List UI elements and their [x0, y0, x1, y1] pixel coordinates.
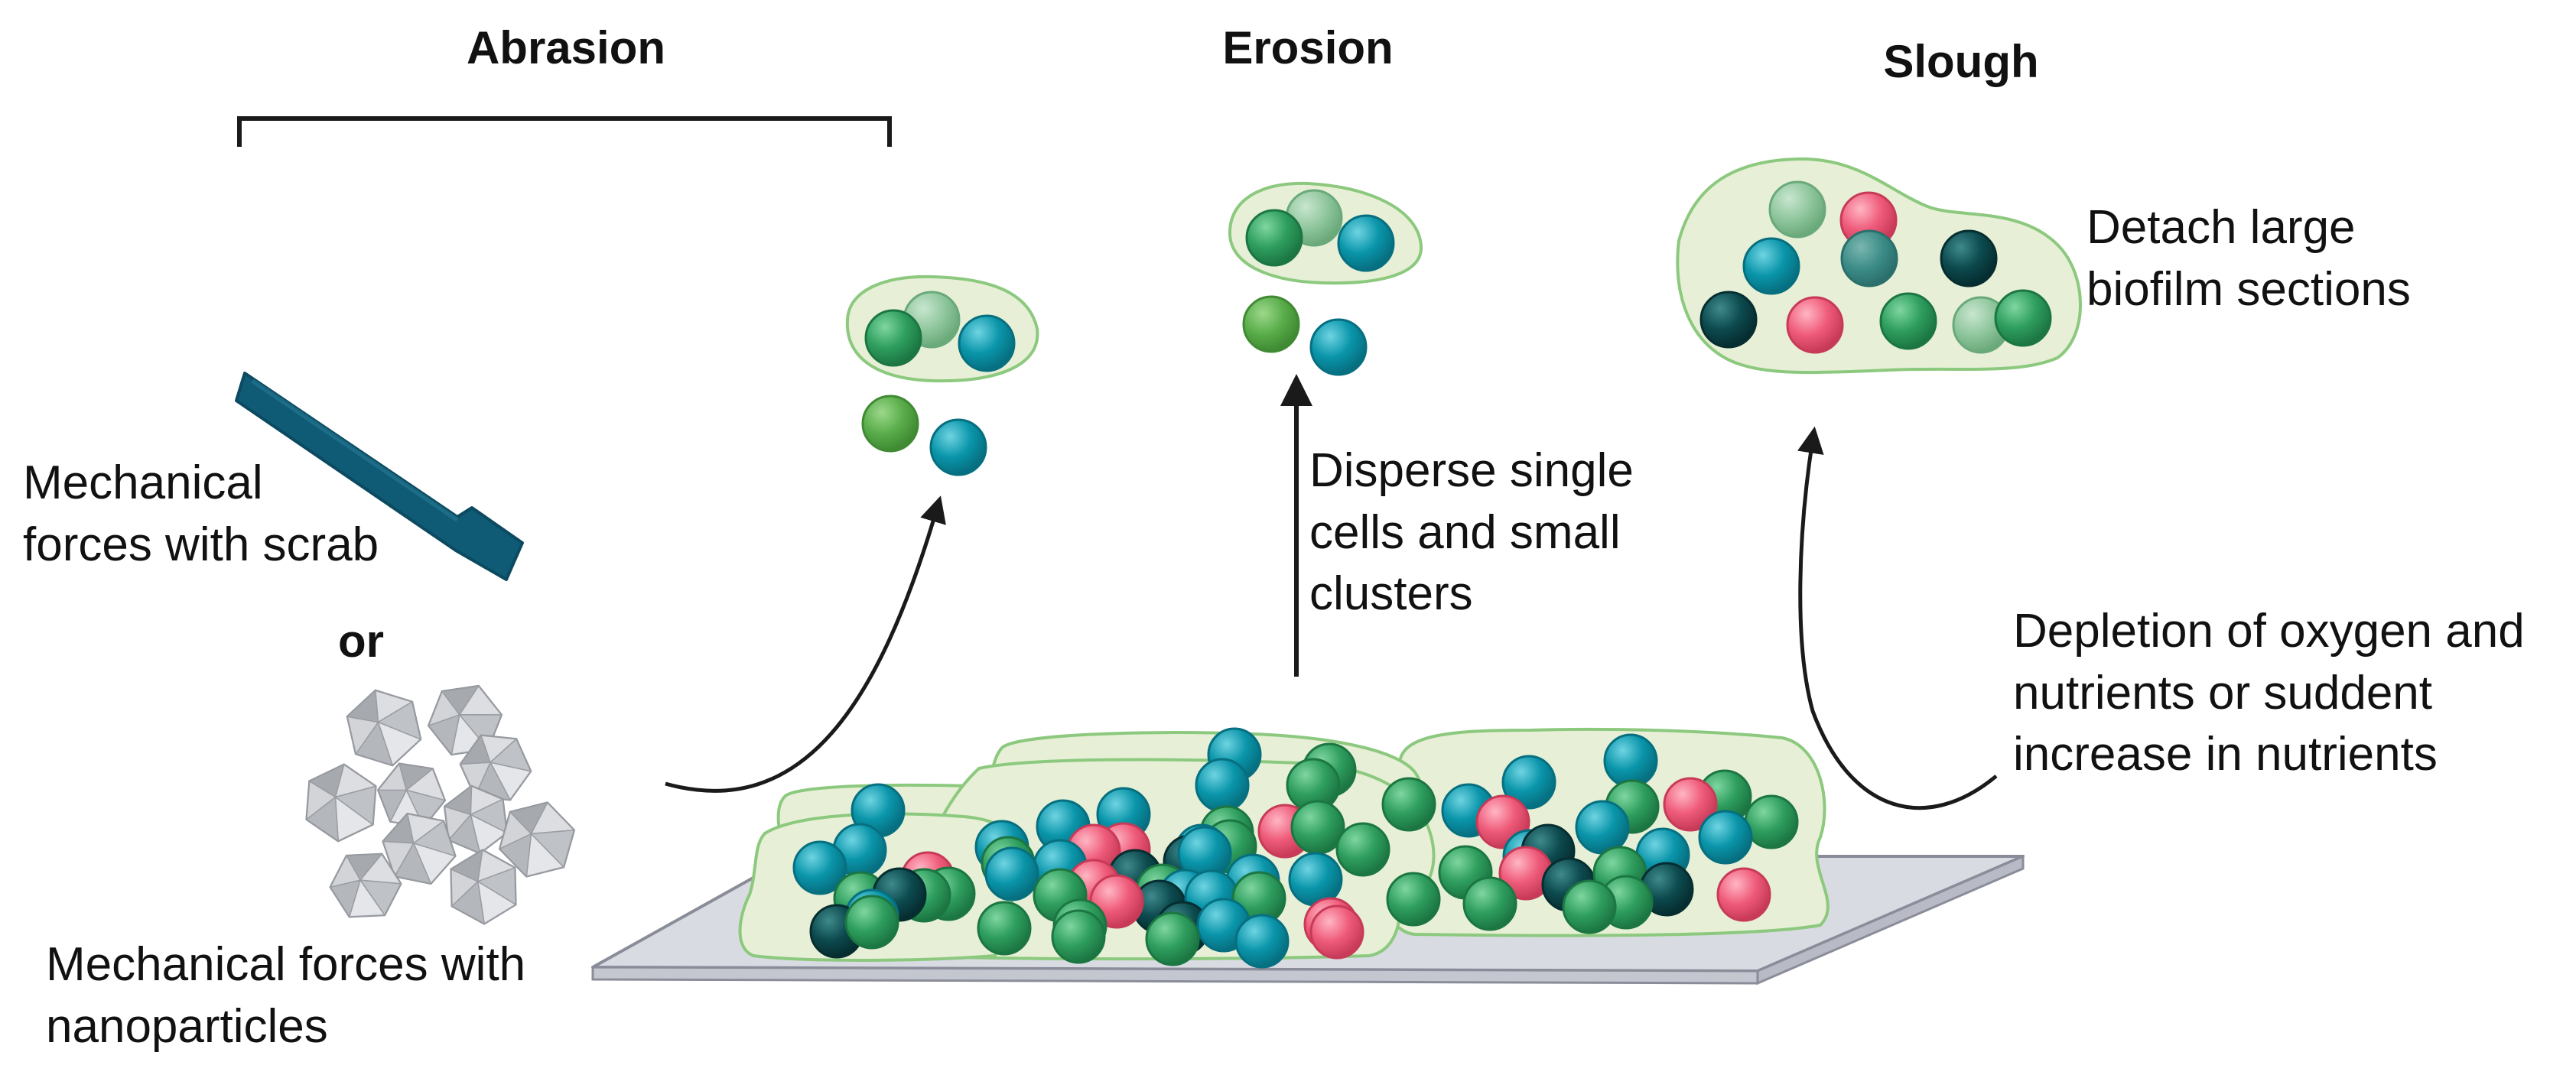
nanoparticle-icon	[443, 784, 509, 855]
nanoparticle-icon	[376, 762, 447, 828]
bacterial-cell	[1234, 914, 1290, 969]
bacterial-cells	[792, 727, 1799, 969]
or-label: or	[338, 615, 384, 667]
nanoparticle-label-line-2: nanoparticles	[46, 999, 328, 1053]
abrasion-bracket	[237, 116, 892, 147]
bacterial-cell	[1335, 822, 1390, 877]
scrub-label: Mechanical forces with scrab	[23, 453, 379, 576]
slough-cause-label: Depletion of oxygen and nutrients or sud…	[2013, 601, 2525, 786]
slough-arrow	[1797, 426, 1998, 810]
bacterial-cell	[792, 840, 847, 895]
nanoparticles-icon	[305, 684, 576, 925]
nanoparticle-icon	[305, 763, 377, 843]
erosion-heading: Erosion	[1222, 22, 1394, 73]
bacterial-cell	[1290, 800, 1345, 855]
slough-cause-label-line-2: nutrients or suddent	[2013, 666, 2433, 719]
nanoparticle-icon	[498, 801, 576, 878]
bacterial-cell	[861, 395, 919, 453]
bacterial-cell	[1603, 733, 1658, 788]
nanoparticle-label: Mechanical forces with nanoparticles	[46, 934, 525, 1057]
scrub-brush-icon	[235, 372, 524, 581]
bacterial-cell	[984, 846, 1039, 901]
bacterial-cell	[1716, 867, 1771, 922]
slough-heading: Slough	[1883, 36, 2039, 87]
slough-cause-label-line-3: increase in nutrients	[2013, 728, 2438, 781]
abrasion-heading: Abrasion	[466, 22, 666, 73]
slough-label-line-2: biofilm sections	[2086, 262, 2411, 316]
bacterial-cell	[1879, 292, 1937, 350]
abrasion-detached-cluster	[845, 274, 1039, 476]
bacterial-cell	[1840, 229, 1898, 287]
bacterial-cell	[1575, 800, 1630, 855]
erosion-label-line-3: clusters	[1309, 567, 1473, 621]
scrub-label-line-1: Mechanical	[23, 456, 263, 509]
bacterial-cell	[1768, 180, 1826, 239]
nanoparticle-icon	[346, 689, 422, 767]
bacterial-cell	[929, 418, 987, 476]
bacterial-cell	[1699, 291, 1758, 349]
bacterial-cell	[1145, 911, 1200, 966]
bacterial-cell	[1786, 296, 1844, 354]
erosion-detached-cluster	[1228, 181, 1423, 376]
erosion-label-line-2: cells and small	[1309, 505, 1621, 559]
bacterial-cell	[1245, 209, 1303, 267]
bacterial-cell	[1663, 777, 1718, 832]
bacterial-cell	[1698, 810, 1753, 865]
bacterial-cell	[1195, 758, 1250, 813]
bacterial-cell	[1309, 904, 1364, 960]
bacterial-cell	[1309, 318, 1368, 376]
slough-label-line-1: Detach large	[2086, 201, 2356, 254]
abrasion-arrow	[665, 495, 946, 793]
bacterial-cell	[1381, 777, 1436, 832]
nanoparticle-icon	[450, 849, 517, 925]
bacterial-cell	[1744, 794, 1799, 849]
bacterial-cell	[1742, 237, 1800, 295]
slough-label: Detach large biofilm sections	[2086, 197, 2411, 320]
bacterial-cell	[1562, 879, 1617, 934]
bacterial-cell	[1242, 295, 1300, 353]
bacterial-cell	[1051, 909, 1106, 964]
bacterial-cell	[958, 314, 1016, 372]
bacterial-cell	[977, 901, 1032, 956]
bacterial-cell	[1501, 755, 1556, 810]
bacterial-cell	[864, 309, 922, 367]
nanoparticle-label-line-1: Mechanical forces with	[46, 938, 526, 991]
bacterial-cell	[1386, 872, 1441, 927]
erosion-label: Disperse single cells and small clusters	[1309, 440, 1634, 625]
bacterial-cell	[1337, 214, 1395, 272]
erosion-label-line-1: Disperse single	[1309, 444, 1634, 497]
bacterial-cell	[844, 895, 899, 950]
slough-cause-label-line-1: Depletion of oxygen and	[2013, 605, 2525, 658]
bacterial-cell	[1940, 229, 1998, 287]
bacterial-cell	[1462, 876, 1517, 931]
slough-detached-section	[1676, 157, 2082, 375]
scrub-label-line-2: forces with scrab	[23, 518, 379, 571]
nanoparticle-icon	[382, 812, 457, 885]
nanoparticle-icon	[329, 853, 402, 918]
bacterial-cell	[1994, 289, 2052, 347]
